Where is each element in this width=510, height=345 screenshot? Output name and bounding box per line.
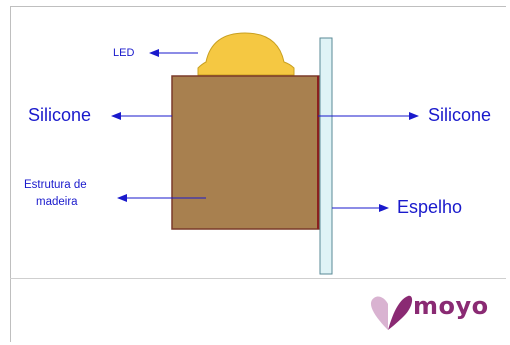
label-estrutura-line1: Estrutura de	[24, 179, 87, 191]
heart-leaf-icon	[370, 295, 413, 330]
divider-line	[10, 278, 506, 279]
label-led: LED	[113, 47, 135, 59]
wooden-structure	[171, 75, 321, 230]
led-dome	[197, 32, 295, 76]
logo-text: moyo	[413, 292, 489, 320]
label-espelho: Espelho	[397, 197, 463, 217]
label-silicone-right: Silicone	[428, 105, 492, 125]
label-estrutura-line2: madeira	[36, 196, 78, 208]
diagram-frame	[10, 6, 506, 342]
mirror-panel	[319, 37, 333, 275]
label-silicone-left: Silicone	[28, 105, 92, 125]
